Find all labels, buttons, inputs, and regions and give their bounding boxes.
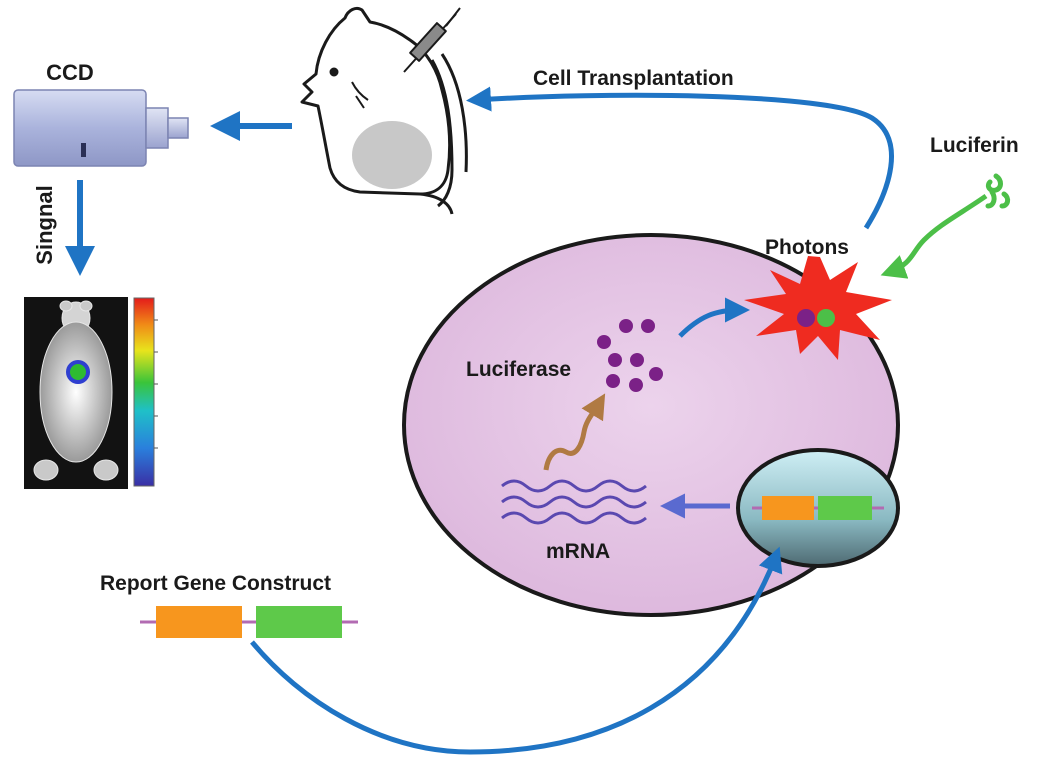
photons-label: Photons <box>765 236 849 259</box>
mrna-label: mRNA <box>546 540 610 563</box>
photon-luciferase-dot <box>797 309 815 327</box>
ccd-label: CCD <box>46 60 94 85</box>
arrow-luciferin-to-photons <box>880 193 988 279</box>
luciferin-molecule-icon <box>985 173 1011 209</box>
report-gene-construct-label: Report Gene Construct <box>100 572 331 595</box>
mouse-injection-icon <box>300 6 468 215</box>
luciferin-label: Luciferin <box>930 134 1019 157</box>
arrow-luciferase-to-photons <box>678 297 750 338</box>
signal-label: Singnal <box>32 185 57 264</box>
intensity-colorbar <box>133 297 158 487</box>
report-gene-construct <box>140 606 358 638</box>
mrna-wave-icon <box>501 479 647 525</box>
arrow-cell-transplantation <box>466 86 894 230</box>
photon-burst-icon <box>744 256 892 360</box>
nucleus-gene-construct <box>752 496 884 520</box>
ccd-camera-icon <box>13 89 189 167</box>
luciferase-label: Luciferase <box>466 358 571 381</box>
arrow-transfection <box>250 546 783 755</box>
luciferase-molecules <box>597 319 663 392</box>
cell-transplantation-label: Cell Transplantation <box>533 67 734 90</box>
arrow-translation <box>543 393 606 471</box>
bioluminescence-image <box>24 297 128 489</box>
photon-luciferin-dot <box>817 309 835 327</box>
